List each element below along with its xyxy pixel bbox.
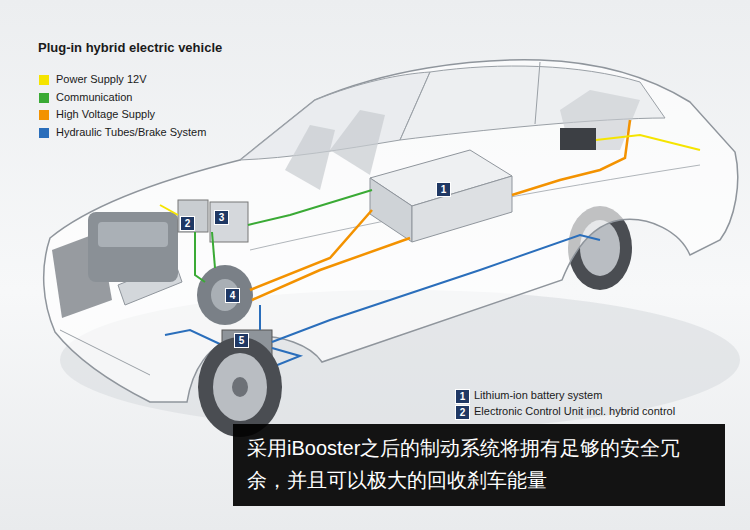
callout-number: 1 xyxy=(436,182,451,197)
legend-swatch xyxy=(39,93,49,103)
legend-swatch xyxy=(39,110,49,120)
legend-item-text: Electronic Control Unit incl. hybrid con… xyxy=(474,404,675,419)
legend-text: Communication xyxy=(56,91,132,103)
callout-number: 3 xyxy=(214,210,229,225)
caption-box: 采用iBooster之后的制动系统将拥有足够的安全冗余，并且可以极大的回收刹车能… xyxy=(233,424,725,506)
callout-number: 4 xyxy=(225,288,240,303)
diagram-title: Plug-in hybrid electric vehicle xyxy=(38,40,222,55)
legend-item-text: Lithium-ion battery system xyxy=(474,388,602,403)
callout-number: 2 xyxy=(180,216,195,231)
legend-swatch xyxy=(39,75,49,85)
legend-text: Hydraulic Tubes/Brake System xyxy=(56,126,206,138)
callout-number: 5 xyxy=(234,333,249,348)
legend-text: Power Supply 12V xyxy=(56,73,147,85)
callout-number: 1 xyxy=(455,389,470,404)
legend-swatch xyxy=(39,128,49,138)
legend-text: High Voltage Supply xyxy=(56,108,155,120)
callout-number: 2 xyxy=(455,405,470,420)
